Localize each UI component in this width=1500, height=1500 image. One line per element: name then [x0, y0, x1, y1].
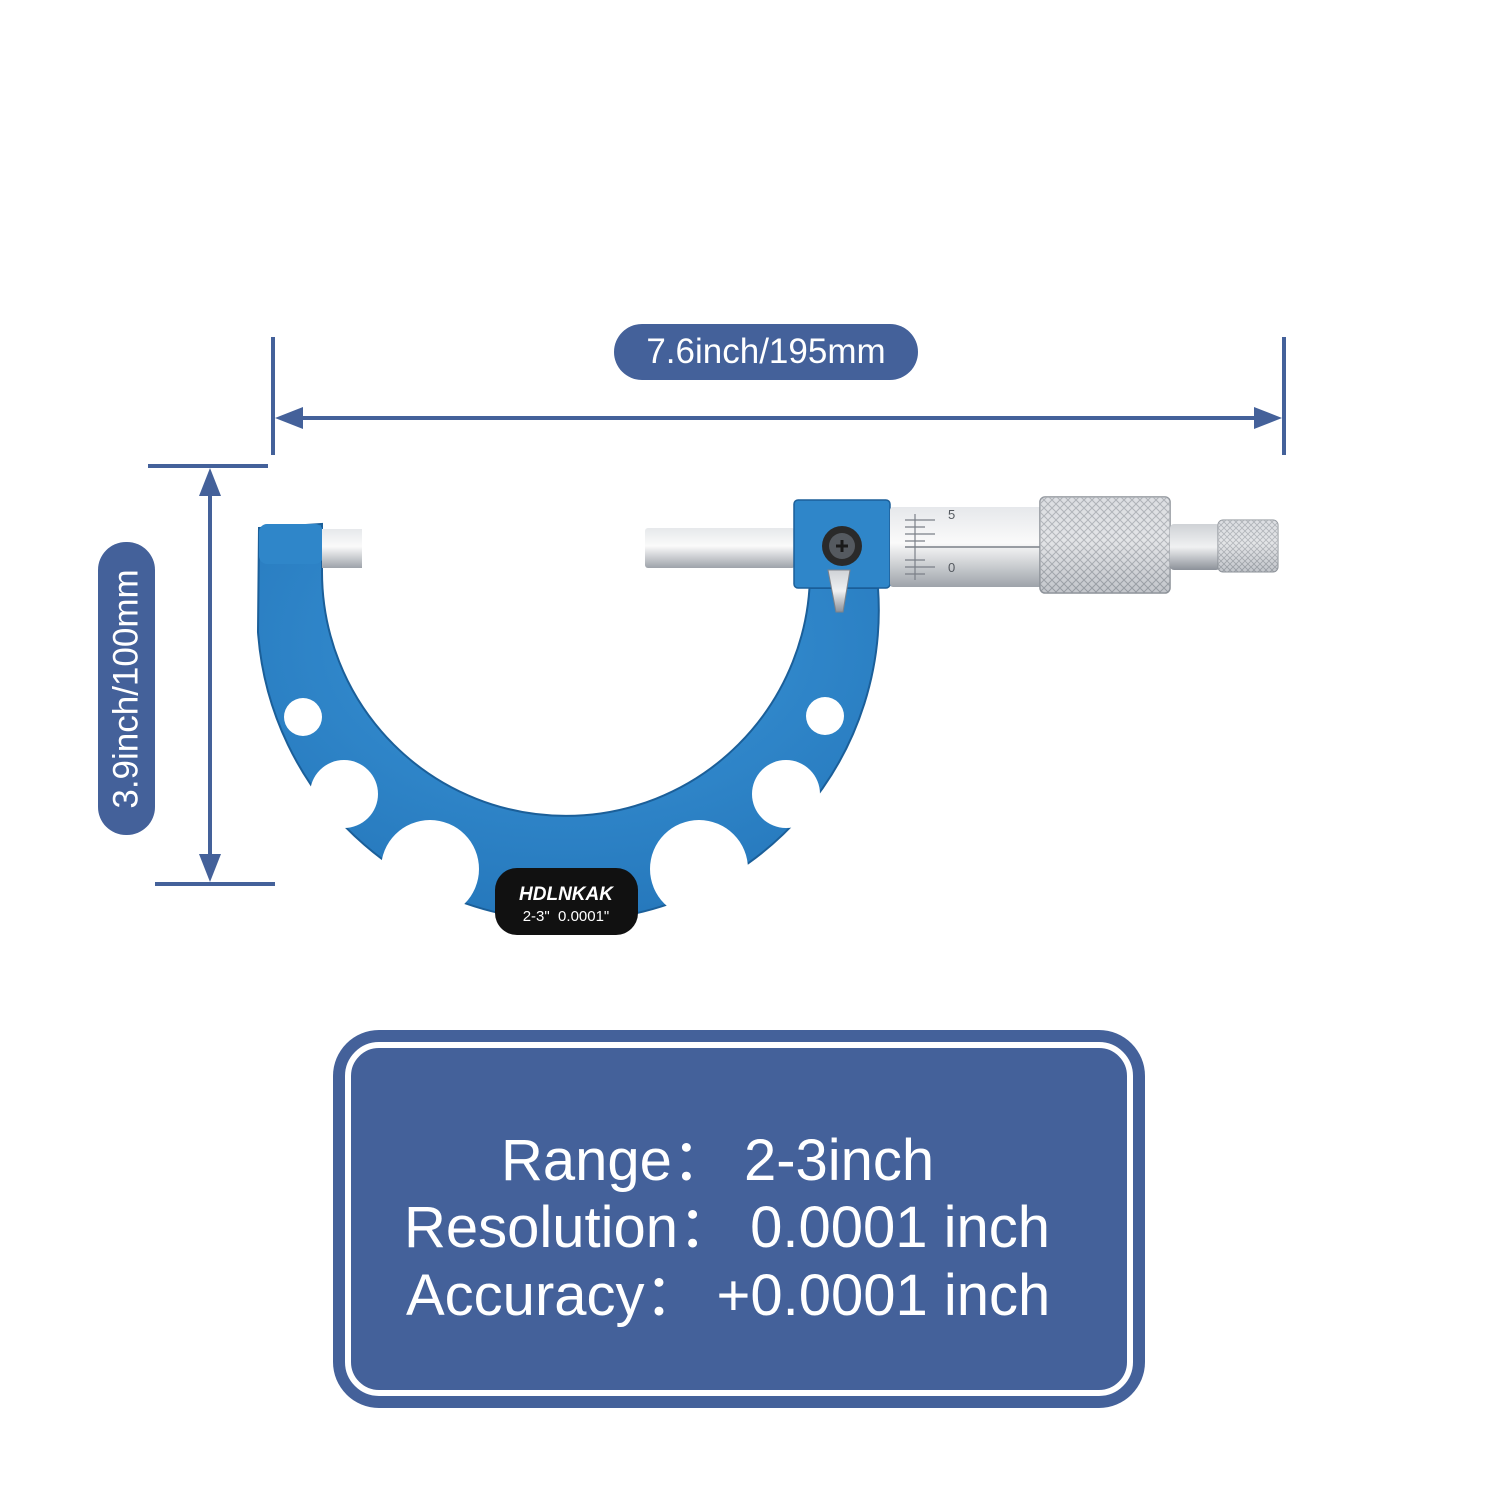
frame-hole [806, 697, 844, 735]
thimble [1039, 496, 1171, 594]
spec-resolution-value: 0.0001 inch [750, 1195, 1050, 1260]
sleeve: 5 0 [890, 507, 1042, 587]
width-label: 7.6inch/195mm [614, 324, 918, 380]
spindle [645, 528, 795, 568]
spec-range-value: 2-3inch [743, 1128, 935, 1193]
spec-resolution-label: Resolution [404, 1195, 679, 1260]
spec-resolution: Resolution ： 0.0001 inch [404, 1195, 1050, 1261]
height-label: 3.9inch/100mm [98, 542, 155, 835]
thimble-mark-5: 5 [948, 507, 955, 522]
brand-badge: HDLNKAK 2-3" 0.0001" [495, 868, 638, 935]
spec-accuracy: Accuracy ： +0.0001 inch [406, 1263, 1050, 1329]
height-dimension [148, 464, 275, 886]
height-label-text: 3.9inch/100mm [106, 568, 146, 809]
spec-separator: ： [644, 1263, 703, 1328]
frame-hole [310, 760, 378, 828]
frame-hole [381, 820, 479, 918]
spec-accuracy-label: Accuracy [406, 1263, 645, 1328]
spec-separator: ： [671, 1128, 730, 1193]
spec-separator: ： [678, 1195, 737, 1260]
width-label-text: 7.6inch/195mm [646, 332, 886, 371]
micrometer-frame [256, 522, 880, 922]
frame-hole [752, 760, 820, 828]
frame-hole [284, 698, 322, 736]
spec-accuracy-value: +0.0001 inch [716, 1263, 1051, 1328]
frame-hole [650, 820, 748, 918]
badge-spec: 2-3" 0.0001" [523, 908, 610, 925]
ratchet-stop [1170, 519, 1279, 573]
anvil [322, 529, 362, 568]
spec-panel-inner: Range ： 2-3inch Resolution ： 0.0001 inch… [345, 1042, 1133, 1396]
spec-range-label: Range [501, 1128, 672, 1193]
spec-range: Range ： 2-3inch [501, 1128, 934, 1194]
thimble-mark-0: 0 [948, 560, 955, 575]
spec-panel: Range ： 2-3inch Resolution ： 0.0001 inch… [333, 1030, 1145, 1408]
width-dimension [271, 337, 1286, 455]
badge-brand: HDLNKAK [519, 884, 614, 905]
